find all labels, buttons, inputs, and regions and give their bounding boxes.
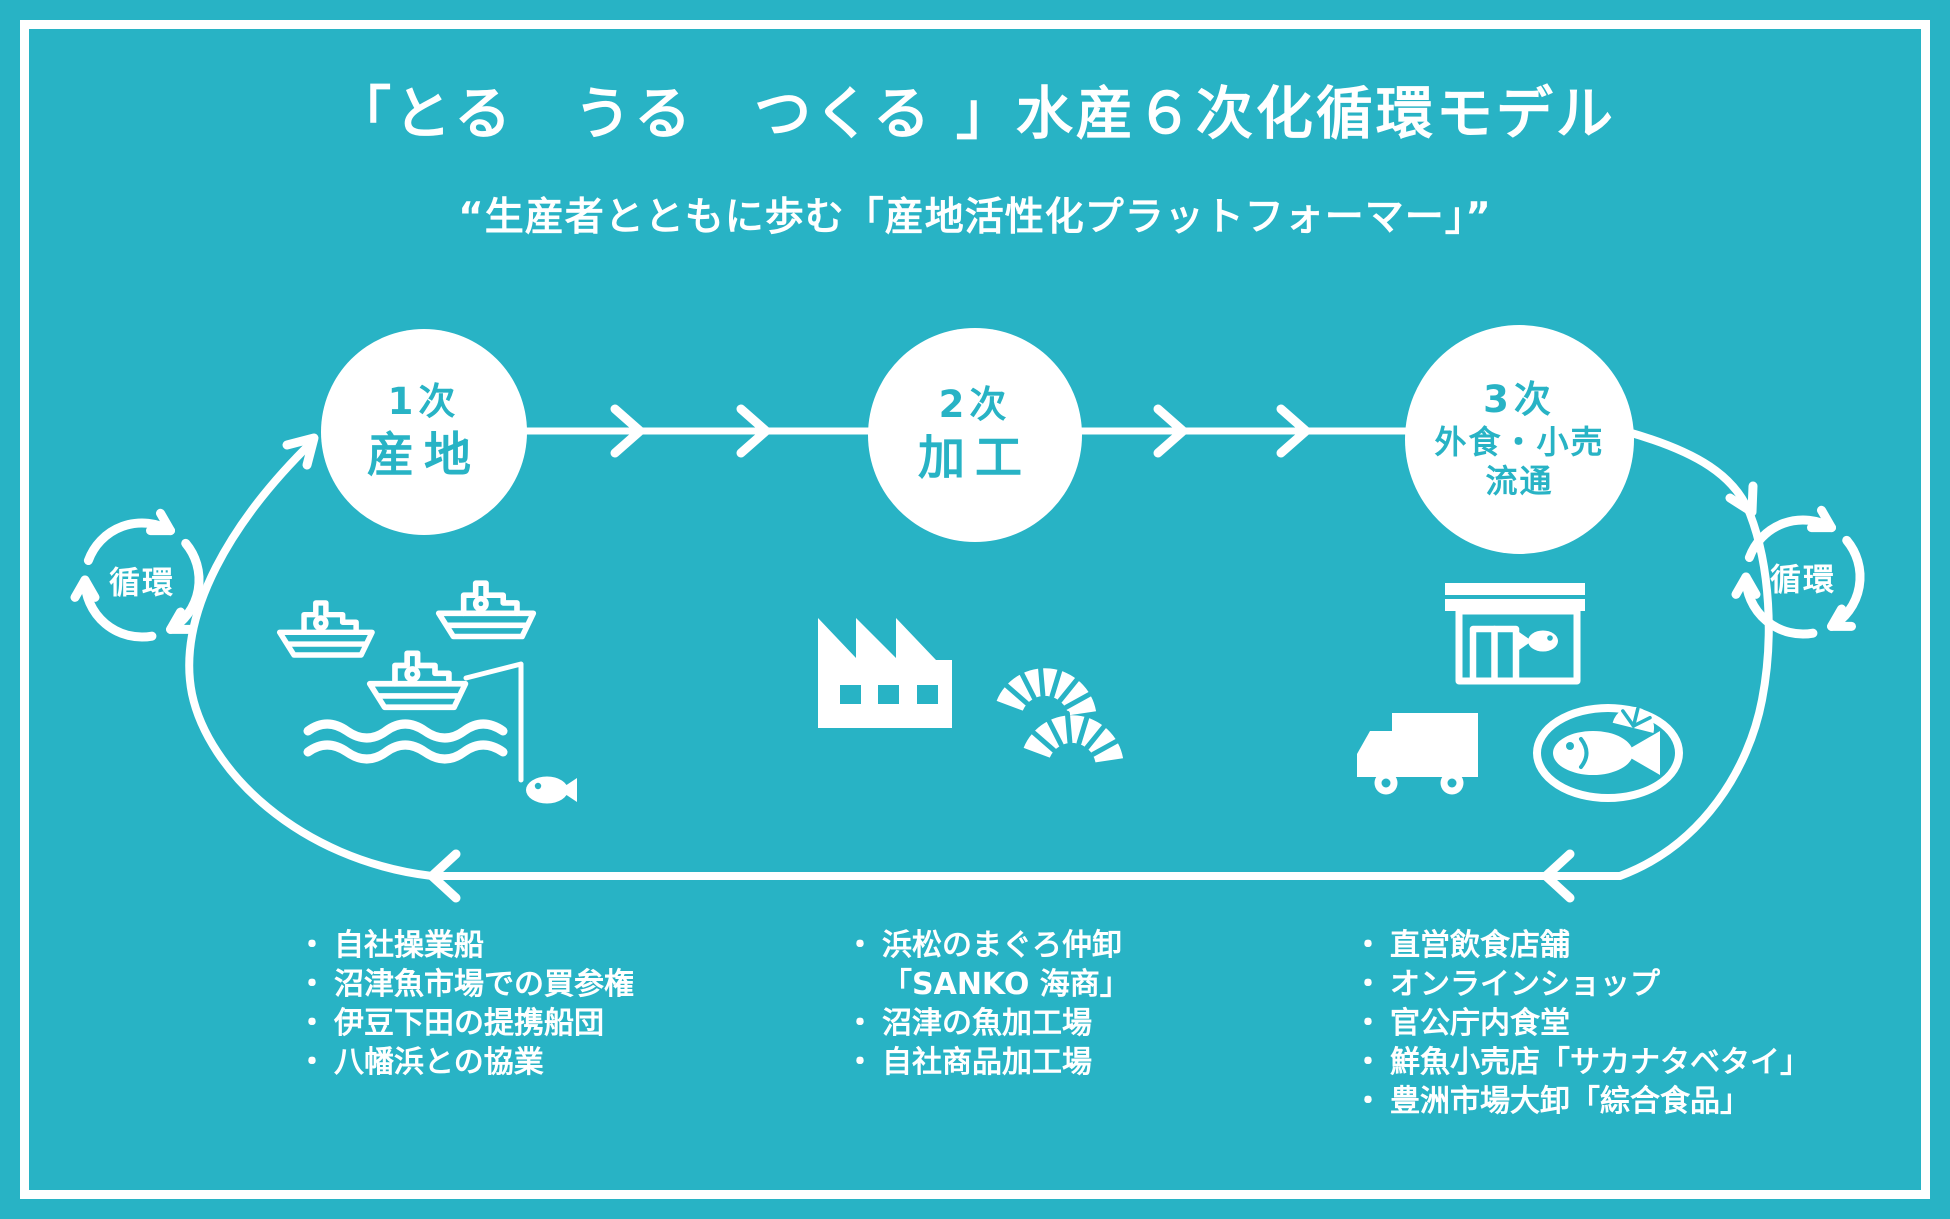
stage2-item-list: ・浜松のまぐろ仲卸「SANKO 海商」・沼津の魚加工場・自社商品加工場 — [845, 926, 1130, 1082]
list-item: ・鮮魚小売店「サカナタベタイ」 — [1353, 1043, 1810, 1082]
list-item-text: 官公庁内食堂 — [1390, 1006, 1570, 1041]
fish-slices-icon — [996, 662, 1127, 765]
stage-circle-retail: 3次 外食・小売 流通 — [1405, 325, 1634, 554]
delivery-truck-icon — [1357, 713, 1478, 795]
list-bullet: ・ — [845, 928, 875, 963]
fishing-boats-icon — [280, 583, 577, 804]
stage-circle-processing: 2次 加工 — [868, 328, 1082, 542]
list-item-text: 沼津の魚加工場 — [882, 1006, 1092, 1041]
storefront-icon — [1445, 583, 1585, 685]
stage3-item-list: ・直営飲食店舗・オンラインショップ・官公庁内食堂・鮮魚小売店「サカナタベタイ」・… — [1353, 926, 1810, 1121]
fishing-rod-line — [463, 661, 524, 783]
list-item: ・自社商品加工場 — [845, 1043, 1130, 1082]
list-bullet: ・ — [297, 1045, 327, 1080]
page-title: 「とる うる つくる 」水産６次化循環モデル — [334, 81, 1616, 147]
stage-name-line2: 流通 — [1485, 462, 1554, 501]
wave-line — [303, 719, 508, 743]
stage-level: 1次 — [387, 380, 461, 424]
list-item-text: オンラインショップ — [1390, 967, 1660, 1002]
list-item: ・沼津の魚加工場 — [845, 1004, 1130, 1043]
list-bullet: ・ — [1353, 967, 1383, 1002]
hooked-fish-icon — [526, 776, 577, 804]
fish-plate-icon — [1533, 704, 1683, 802]
cycle-label-left: 循環 — [109, 565, 175, 602]
lemon-slice-icon — [1612, 706, 1654, 733]
list-item-text: 「SANKO 海商」 — [882, 967, 1130, 1002]
list-item: ・沼津魚市場での買参権 — [297, 965, 634, 1004]
page-subtitle: “生産者とともに歩む「産地活性化プラットフォーマー」” — [458, 195, 1492, 240]
stage-circle-primary: 1次 産地 — [321, 329, 527, 535]
list-item-text: 沼津魚市場での買参権 — [334, 967, 634, 1002]
window-fish-icon — [1519, 630, 1558, 652]
stage-name: 加工 — [918, 431, 1032, 487]
list-item: ・オンラインショップ — [1353, 965, 1810, 1004]
cycle-label-right: 循環 — [1770, 562, 1836, 599]
stage-name: 産地 — [367, 428, 481, 484]
list-item-text: 自社操業船 — [334, 928, 484, 963]
list-item-text: 自社商品加工場 — [882, 1045, 1092, 1080]
list-item-text: 浜松のまぐろ仲卸 — [882, 928, 1122, 963]
list-bullet: ・ — [845, 1045, 875, 1080]
list-item-text: 鮮魚小売店「サカナタベタイ」 — [1390, 1045, 1810, 1080]
list-bullet: ・ — [1353, 928, 1383, 963]
list-item: ・直営飲食店舗 — [1353, 926, 1810, 965]
stage-level: 3次 — [1483, 377, 1556, 421]
stage1-item-list: ・自社操業船・沼津魚市場での買参権・伊豆下田の提携船団・八幡浜との協業 — [297, 926, 634, 1082]
list-item: ・八幡浜との協業 — [297, 1043, 634, 1082]
list-bullet: ・ — [297, 1006, 327, 1041]
list-bullet: ・ — [1353, 1084, 1383, 1119]
list-item-text: 豊洲市場大卸「綜合食品」 — [1390, 1084, 1750, 1119]
list-item-continuation: 「SANKO 海商」 — [845, 965, 1130, 1004]
list-item-text: 八幡浜との協業 — [334, 1045, 544, 1080]
list-item-text: 直営飲食店舗 — [1390, 928, 1570, 963]
list-bullet: ・ — [1353, 1006, 1383, 1041]
list-item: ・伊豆下田の提携船団 — [297, 1004, 634, 1043]
list-item-text: 伊豆下田の提携船団 — [334, 1006, 604, 1041]
list-bullet: ・ — [297, 967, 327, 1002]
list-bullet — [845, 965, 882, 1004]
list-item: ・自社操業船 — [297, 926, 634, 965]
stage-level: 2次 — [938, 383, 1012, 427]
list-bullet: ・ — [845, 1006, 875, 1041]
cycle-return-loop-arrow — [185, 428, 1773, 903]
arrow-stage1-to-stage2 — [523, 404, 874, 458]
factory-icon — [818, 618, 952, 728]
stage-name: 外食・小売 — [1434, 422, 1605, 461]
list-bullet: ・ — [297, 928, 327, 963]
wave-line — [303, 740, 508, 764]
arrow-stage2-to-stage3 — [1076, 404, 1410, 458]
list-item: ・豊洲市場大卸「綜合食品」 — [1353, 1082, 1810, 1121]
list-item: ・官公庁内食堂 — [1353, 1004, 1810, 1043]
list-item: ・浜松のまぐろ仲卸 — [845, 926, 1130, 965]
list-bullet: ・ — [1353, 1045, 1383, 1080]
